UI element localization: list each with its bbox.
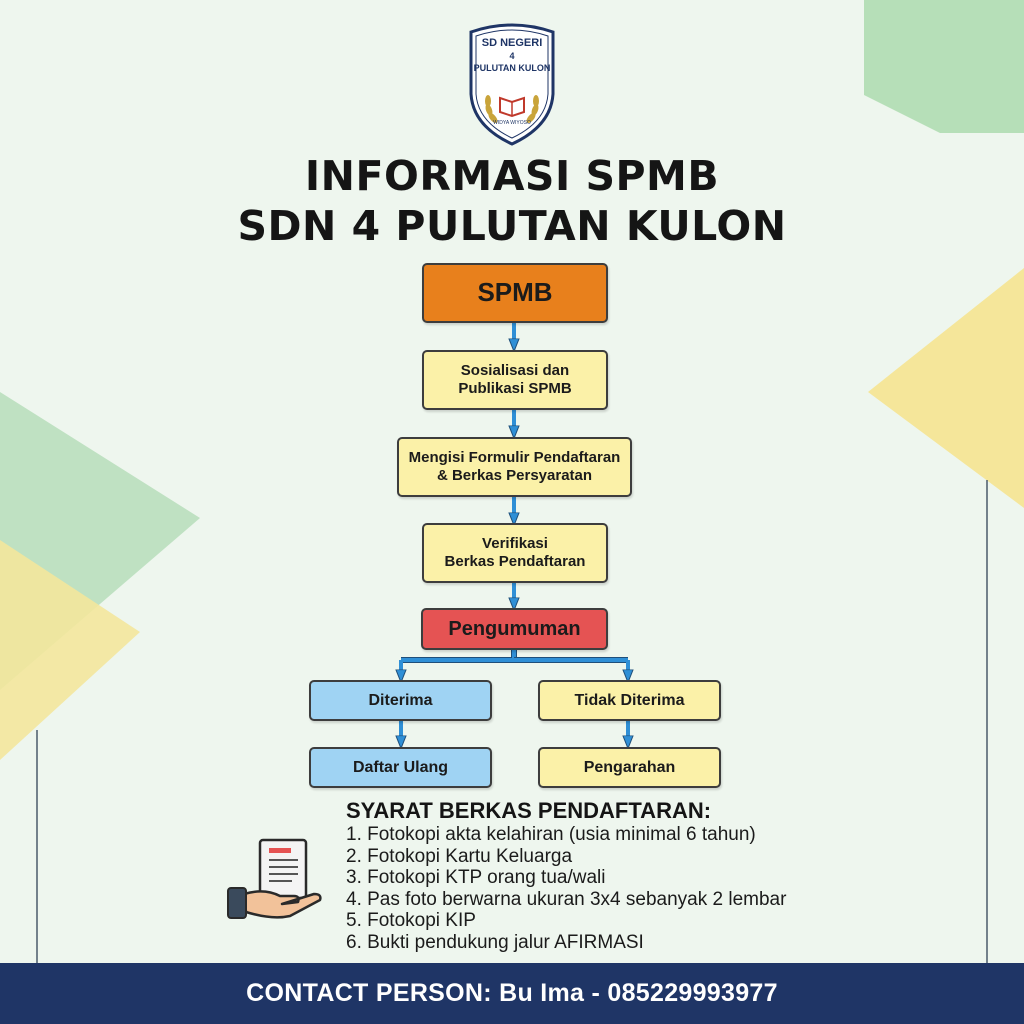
box-daftar-ulang: Daftar Ulang bbox=[309, 747, 492, 788]
box-pengumuman-label: Pengumuman bbox=[448, 617, 581, 640]
box-daftar-ulang-label: Daftar Ulang bbox=[352, 758, 449, 776]
list-item: 2. Fotokopi Kartu Keluarga bbox=[346, 845, 573, 867]
box-tidak-diterima-label: Tidak Diterima bbox=[574, 691, 685, 709]
box-spmb: SPMB bbox=[422, 263, 608, 323]
logo-line-1: SD NEGERI bbox=[481, 37, 543, 49]
box-tidak-diterima: Tidak Diterima bbox=[538, 680, 721, 721]
list-item: 4. Pas foto berwarna ukuran 3x4 sebanyak… bbox=[346, 888, 787, 910]
page-title-line-1: INFORMASI SPMB bbox=[304, 152, 720, 200]
box-diterima: Diterima bbox=[309, 680, 492, 721]
requirements-list: 1. Fotokopi akta kelahiran (usia minimal… bbox=[346, 824, 786, 954]
shield-icon bbox=[469, 23, 555, 146]
box-spmb-label: SPMB bbox=[477, 277, 553, 308]
list-item: 3. Fotokopi KTP orang tua/wali bbox=[346, 867, 606, 889]
list-item: 6. Bukti pendukung jalur AFIRMASI bbox=[346, 931, 644, 953]
book-icon bbox=[499, 96, 525, 118]
requirements-title: SYARAT BERKAS PENDAFTARAN: bbox=[346, 798, 712, 823]
list-item: 1. Fotokopi akta kelahiran (usia minimal… bbox=[346, 824, 756, 845]
logo-line-3: PULUTAN KULON bbox=[473, 63, 551, 73]
box-pengarahan-label: Pengarahan bbox=[583, 758, 676, 776]
contact-footer: CONTACT PERSON: Bu Ima - 085229993977 bbox=[0, 963, 1024, 1024]
logo-motto: WIDYA WIYOSO bbox=[493, 120, 531, 126]
box-diterima-label: Diterima bbox=[368, 691, 433, 709]
logo-line-2: 4 bbox=[509, 51, 515, 61]
box-formulir: Mengisi Formulir Pendaftaran & Berkas Pe… bbox=[397, 437, 632, 497]
box-sosialisasi-line-1: Sosialisasi dan bbox=[460, 361, 570, 379]
school-logo: SD NEGERI 4 PULUTAN KULON WIDYA WIYOSO bbox=[463, 20, 561, 146]
box-verifikasi-line-1: Verifikasi bbox=[482, 534, 548, 552]
box-pengarahan: Pengarahan bbox=[538, 747, 721, 788]
box-verifikasi: Verifikasi Berkas Pendaftaran bbox=[422, 523, 608, 583]
document-hand-icon bbox=[227, 838, 322, 919]
laurel-icon bbox=[485, 95, 539, 123]
box-sosialisasi: Sosialisasi dan Publikasi SPMB bbox=[422, 350, 608, 410]
box-sosialisasi-line-2: Publikasi SPMB bbox=[458, 380, 572, 397]
page-title-line-2: SDN 4 PULUTAN KULON bbox=[237, 202, 787, 250]
box-formulir-line-1: Mengisi Formulir Pendaftaran bbox=[408, 448, 621, 466]
list-item: 5. Fotokopi KIP bbox=[346, 910, 476, 932]
box-pengumuman: Pengumuman bbox=[421, 608, 608, 650]
contact-person-text: CONTACT PERSON: Bu Ima - 085229993977 bbox=[246, 979, 778, 1007]
box-formulir-line-2: & Berkas Persyaratan bbox=[436, 467, 593, 484]
box-verifikasi-line-2: Berkas Pendaftaran bbox=[444, 553, 586, 570]
